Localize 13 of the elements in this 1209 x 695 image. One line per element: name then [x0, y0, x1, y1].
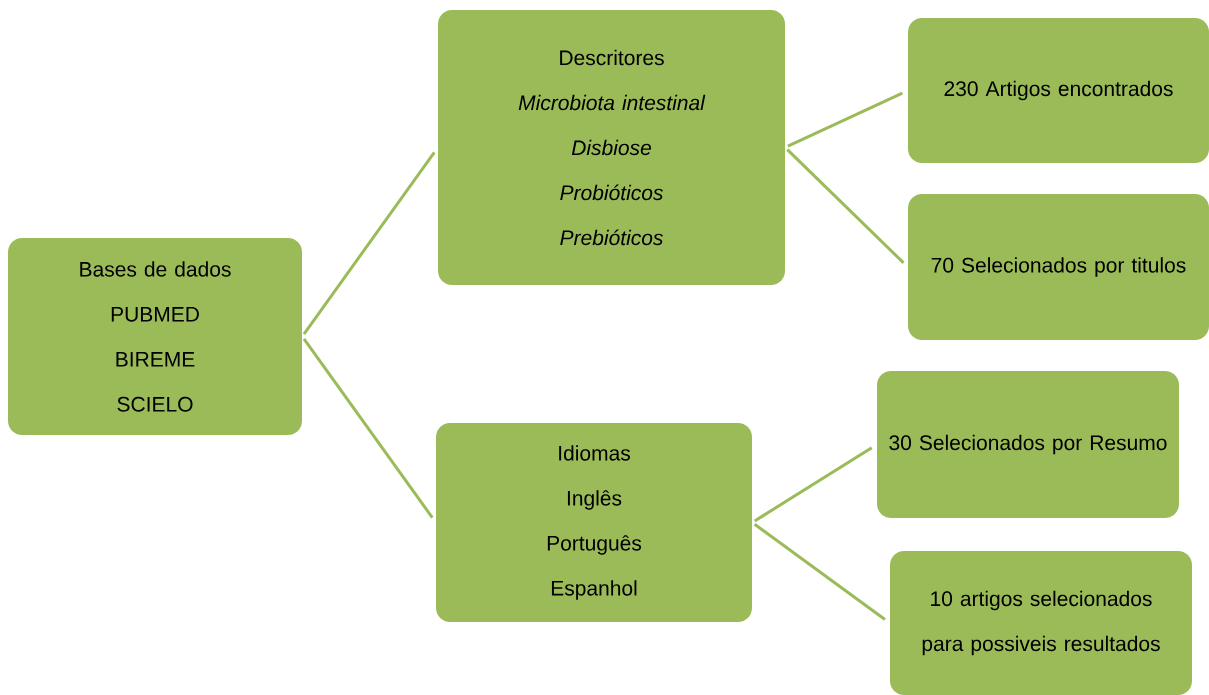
process-box: 70 Selecionados por titulos — [908, 194, 1209, 340]
connector-line — [302, 338, 434, 519]
connector-line — [786, 148, 905, 264]
process-box: Descritores Microbiota intestinal Disbiose Probióticos Prebióticos — [438, 10, 785, 285]
process-box: Bases de dados PUBMED BIREME SCIELO — [8, 238, 302, 435]
process-box: Idiomas Inglês Português Espanhol — [436, 423, 752, 622]
connector-line — [787, 91, 903, 148]
connector-line — [753, 523, 886, 621]
connector-line — [302, 151, 436, 335]
process-box: 30 Selecionados por Resumo — [877, 371, 1179, 518]
connector-line — [753, 446, 873, 523]
process-box: 230 Artigos encontrados — [908, 18, 1209, 163]
process-box: 10 artigos selecionados para possiveis resultados — [890, 551, 1192, 695]
